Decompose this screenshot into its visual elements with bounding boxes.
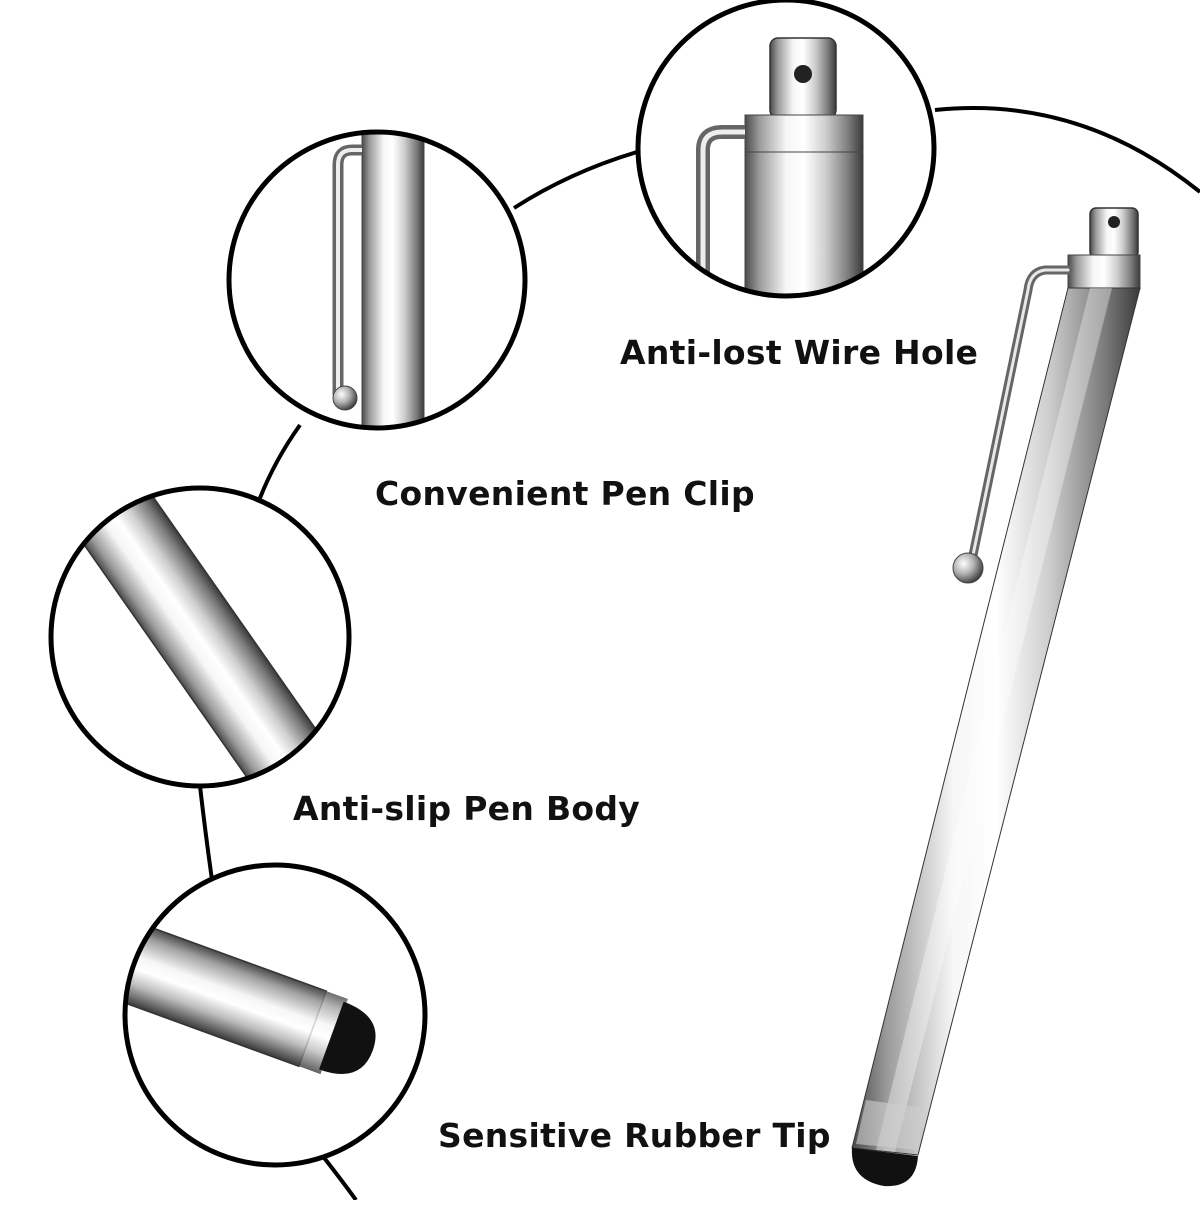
stylus-pen [851, 207, 1141, 1187]
connector-arc-3 [258, 423, 302, 499]
pen-clip-zoom-circle [226, 129, 528, 431]
connector-arc-4 [198, 785, 214, 881]
pen-body-zoom-circle [48, 485, 352, 789]
connector-arc-2 [512, 150, 638, 210]
pen-clip-label: Convenient Pen Clip [375, 474, 755, 513]
rubber-tip [851, 1148, 918, 1187]
rubber-tip-label: Sensitive Rubber Tip [438, 1116, 831, 1155]
connector-arc [934, 106, 1200, 194]
wire-hole-zoom-circle [635, 0, 937, 299]
rubber-tip-zoom-circle [122, 862, 428, 1168]
pen-body-label: Anti-slip Pen Body [293, 789, 641, 828]
wire-hole-label: Anti-lost Wire Hole [620, 333, 979, 372]
